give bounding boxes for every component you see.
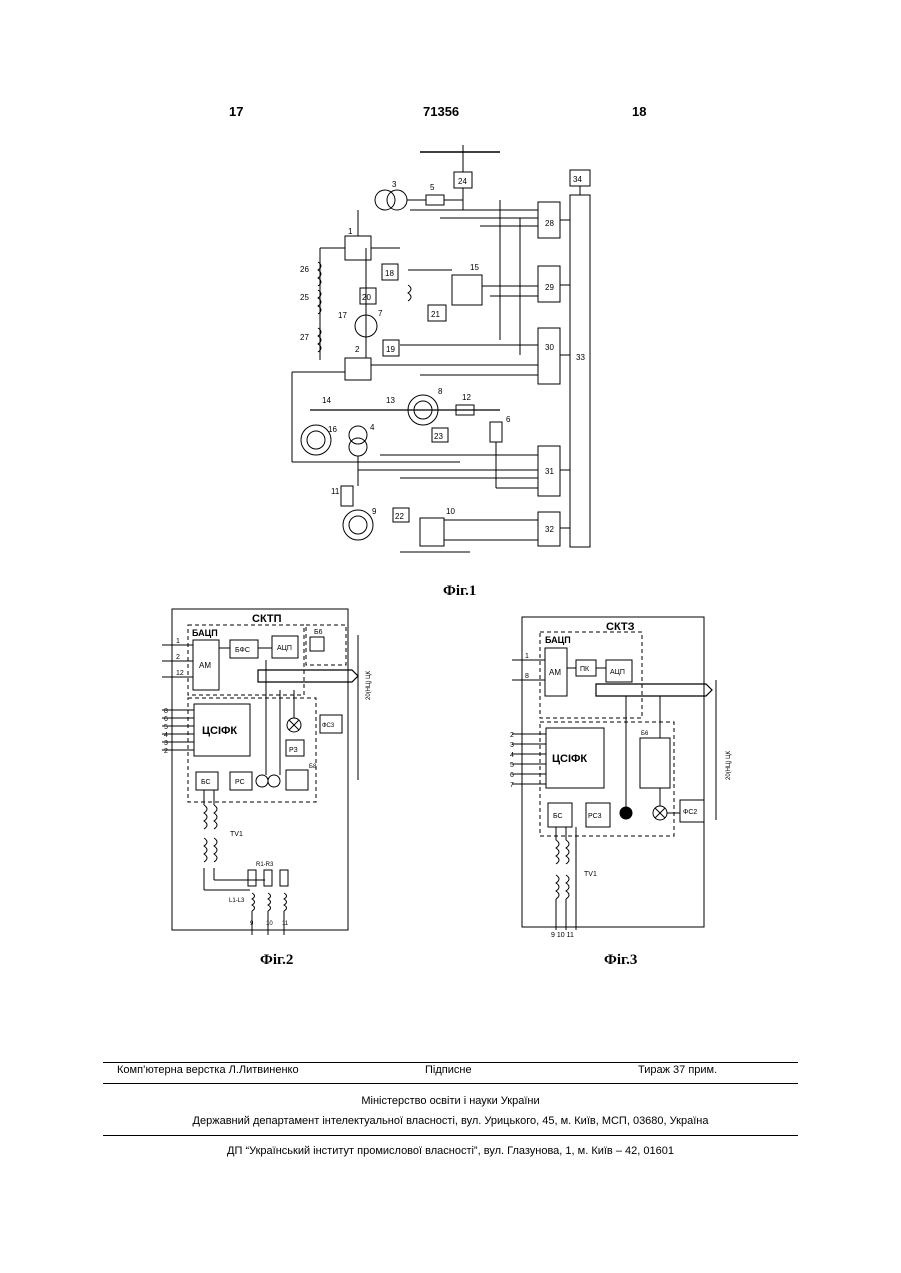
fig3-pk-label: ПК <box>580 666 590 673</box>
fig3-input-8: 8 <box>525 673 529 680</box>
fig3-rs3-label: РС3 <box>588 813 602 820</box>
fig3-input-1: 1 <box>525 653 529 660</box>
department-text: Державний департамент інтелектуальної вл… <box>0 1115 901 1127</box>
fig3-input-7: 7 <box>510 782 514 789</box>
fig3-csifk-label: ЦСІФК <box>552 753 587 765</box>
fig3-input-5: 5 <box>510 762 514 769</box>
fig3-fs2-label: ФС2 <box>683 809 697 816</box>
fig3-bacp-label: БАЦП <box>545 635 571 645</box>
figure-3-caption: Фіг.3 <box>604 952 637 969</box>
fig3-bs-label: БС <box>553 813 563 820</box>
signed-text: Підписне <box>425 1064 472 1076</box>
footer-rule-top <box>103 1062 798 1063</box>
fig3-input-2: 2 <box>510 732 514 739</box>
fig3-input-6: 6 <box>510 772 514 779</box>
footer-rule-bottom <box>103 1135 798 1136</box>
fig3-tv1-label: ТV1 <box>584 871 597 878</box>
footer-rule-middle <box>103 1083 798 1084</box>
fig3-input-3: 3 <box>510 742 514 749</box>
institute-text: ДП “Український інститут промислової вла… <box>0 1145 901 1157</box>
fig3-adp-label: АЦП <box>610 669 625 676</box>
fig3-bus-label: 20(НЦ) ЦК <box>726 750 732 780</box>
fig3-terms: 9 10 11 <box>551 932 574 939</box>
typesetter-text: Комп’ютерна верстка Л.Литвиненко <box>117 1064 299 1076</box>
fig3-am-label: АМ <box>549 668 561 677</box>
circulation-text: Тираж 37 прим. <box>638 1064 717 1076</box>
fig3-title: СКТЗ <box>606 621 635 633</box>
fig3-input-4: 4 <box>510 752 514 759</box>
ministry-text: Міністерство освіти і науки України <box>0 1095 901 1107</box>
fig3-b6-label: Б6 <box>641 731 649 737</box>
